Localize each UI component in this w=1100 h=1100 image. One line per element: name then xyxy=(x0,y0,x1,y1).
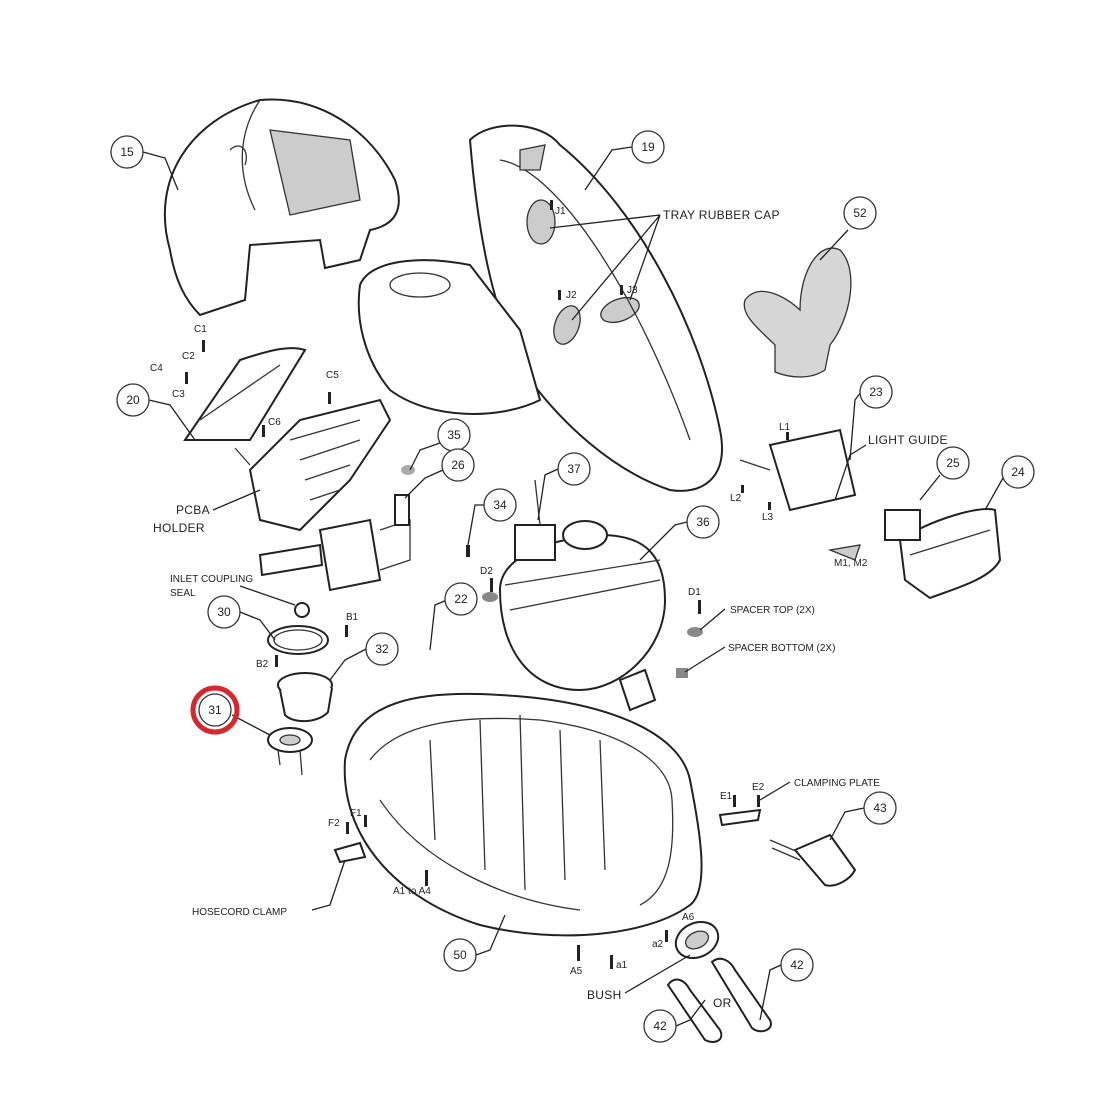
callout-43: 43 xyxy=(863,791,897,825)
label-light-guide: LIGHT GUIDE xyxy=(868,433,948,447)
callout-42-left: 42 xyxy=(643,1009,677,1043)
callout-number: 50 xyxy=(453,948,467,962)
label-hosecord-clamp: HOSECORD CLAMP xyxy=(192,907,287,918)
callout-number: 42 xyxy=(790,958,804,972)
label-clamping-plate: CLAMPING PLATE xyxy=(794,778,880,789)
callout-number: 15 xyxy=(120,145,134,159)
pcba-holder xyxy=(248,398,392,532)
label-c2: C2 xyxy=(182,351,195,362)
label-c4: C4 xyxy=(150,363,163,374)
part-36-boiler-tank xyxy=(498,479,667,712)
part-52-glove xyxy=(743,229,852,378)
callout-50: 50 xyxy=(443,938,477,972)
label-a2: a2 xyxy=(652,939,664,950)
part-26-pump xyxy=(258,494,411,592)
label-j3: J3 xyxy=(627,285,638,296)
part-43-plug xyxy=(718,808,857,887)
callout-15: 15 xyxy=(110,135,144,169)
callout-19: 19 xyxy=(631,130,665,164)
callout-32: 32 xyxy=(365,632,399,666)
callout-number: 52 xyxy=(853,206,867,220)
label-j1: J1 xyxy=(555,206,566,217)
callout-number: 32 xyxy=(375,642,389,656)
callout-31-highlighted: 31 xyxy=(190,685,240,735)
part-24-handle-assembly xyxy=(884,508,1002,600)
label-d2: D2 xyxy=(480,566,493,577)
label-inlet-coupling-seal-line1: INLET COUPLING xyxy=(170,574,253,585)
callout-number: 25 xyxy=(946,456,960,470)
callout-35: 35 xyxy=(437,418,471,452)
callout-number: 22 xyxy=(454,592,468,606)
label-e1: E1 xyxy=(720,791,733,802)
label-a1-to-a4: A1 to A4 xyxy=(393,886,431,897)
callout-23: 23 xyxy=(859,375,893,409)
label-c6: C6 xyxy=(268,417,281,428)
part-20-pcb xyxy=(183,347,307,466)
callout-37: 37 xyxy=(557,452,591,486)
label-d1: D1 xyxy=(688,587,701,598)
callout-36: 36 xyxy=(686,505,720,539)
highlight-ring xyxy=(190,685,240,735)
label-l1: L1 xyxy=(779,422,791,433)
callout-24: 24 xyxy=(1001,455,1035,489)
label-l2: L2 xyxy=(730,493,742,504)
part-15-top-cover xyxy=(163,98,400,317)
callout-number: 30 xyxy=(217,605,231,619)
callout-22: 22 xyxy=(444,582,478,616)
label-b2: B2 xyxy=(256,659,269,670)
label-j2: J2 xyxy=(566,290,577,301)
label-inlet-coupling-seal-line2: SEAL xyxy=(170,588,196,599)
callout-25: 25 xyxy=(936,446,970,480)
callout-number: 24 xyxy=(1011,465,1025,479)
callout-34: 34 xyxy=(483,488,517,522)
inlet-coupling-seal xyxy=(294,602,310,618)
label-c5: C5 xyxy=(326,370,339,381)
label-spacer-bottom: SPACER BOTTOM (2X) xyxy=(728,643,835,654)
callout-number: 23 xyxy=(869,385,883,399)
callout-number: 42 xyxy=(653,1019,667,1033)
part-50-base xyxy=(343,692,703,937)
label-l3: L3 xyxy=(762,512,774,523)
label-f1: F1 xyxy=(350,808,362,819)
label-a5: A5 xyxy=(570,966,583,977)
label-f2: F2 xyxy=(328,818,340,829)
text-labels: TRAY RUBBER CAP J1 J2 J3 C1 C2 C4 C3 C5 … xyxy=(150,206,948,1010)
callout-number: 34 xyxy=(493,498,507,512)
label-a1: a1 xyxy=(616,960,628,971)
label-or: OR xyxy=(713,996,732,1010)
part-23-board xyxy=(739,428,861,561)
part-31-valve xyxy=(267,727,313,776)
label-a6: A6 xyxy=(682,912,695,923)
leader-lines xyxy=(142,146,1004,1027)
callout-26: 26 xyxy=(441,448,475,482)
callout-number: 35 xyxy=(447,428,461,442)
label-pcba-holder-line1: PCBA xyxy=(176,503,210,517)
label-pcba-holder-line2: HOLDER xyxy=(153,521,205,535)
bush-and-connectors xyxy=(666,921,772,1043)
callout-52: 52 xyxy=(843,196,877,230)
label-c3: C3 xyxy=(172,389,185,400)
callout-number: 26 xyxy=(451,458,465,472)
callout-number: 37 xyxy=(567,462,581,476)
label-tray-rubber-cap: TRAY RUBBER CAP xyxy=(663,208,780,222)
callout-20: 20 xyxy=(116,383,150,417)
hosecord-clamp-part xyxy=(333,841,367,864)
part-32-filter-housing xyxy=(277,672,333,723)
callout-30: 30 xyxy=(207,595,241,629)
callout-number: 19 xyxy=(641,140,655,154)
part-30-ring xyxy=(267,625,329,655)
label-m1-m2: M1, M2 xyxy=(834,558,868,569)
label-bush: BUSH xyxy=(587,988,622,1002)
callout-42-right: 42 xyxy=(780,948,814,982)
callout-number: 31 xyxy=(208,703,222,717)
callout-number: 43 xyxy=(873,801,887,815)
label-e2: E2 xyxy=(752,782,765,793)
label-c1: C1 xyxy=(194,324,207,335)
label-spacer-top: SPACER TOP (2X) xyxy=(730,605,815,616)
screws xyxy=(185,200,789,969)
part-19-main-body xyxy=(357,124,723,492)
callout-number: 36 xyxy=(696,515,710,529)
label-b1: B1 xyxy=(346,612,359,623)
callout-number: 20 xyxy=(126,393,140,407)
